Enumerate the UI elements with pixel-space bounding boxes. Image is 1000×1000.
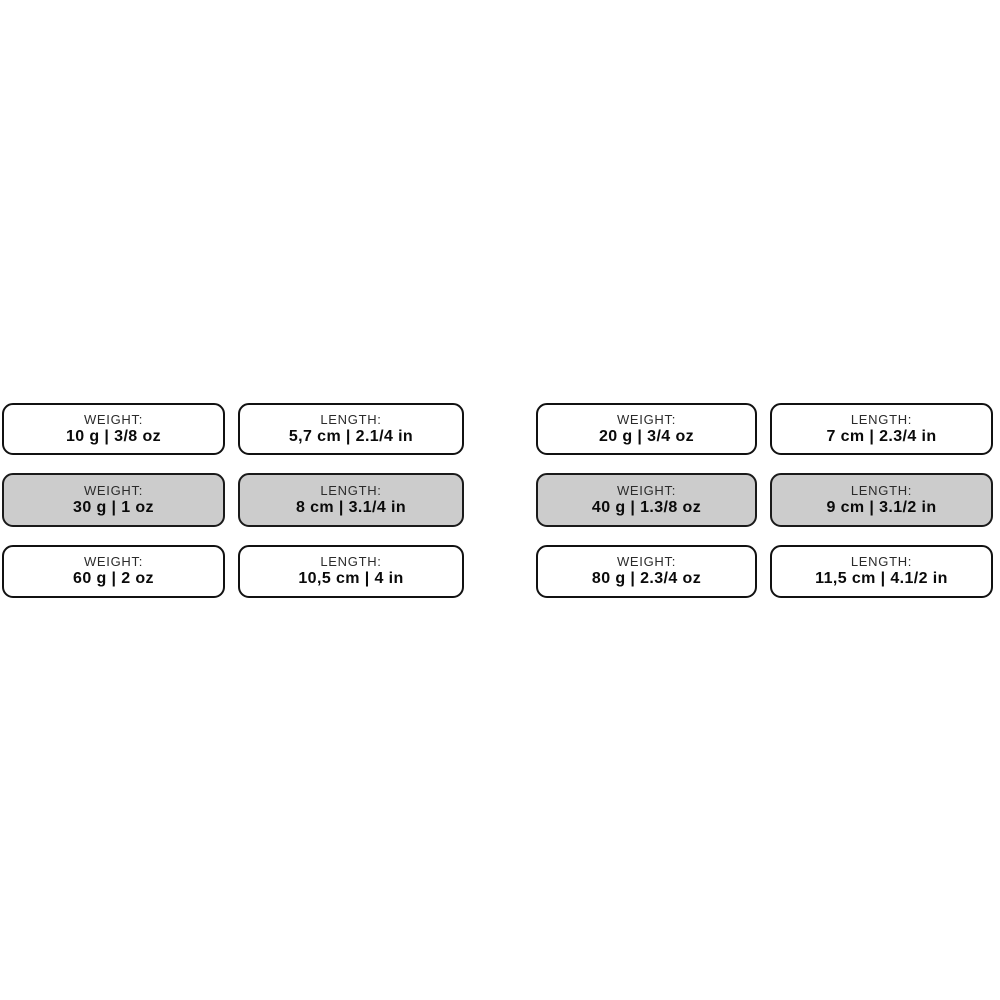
spec-label: WEIGHT:: [83, 554, 144, 570]
spec-row: WEIGHT: 60 g | 2 oz LENGTH: 10,5 cm | 4 …: [2, 545, 998, 598]
spec-cell-length: LENGTH: 11,5 cm | 4.1/2 in: [770, 545, 993, 598]
spec-label: WEIGHT:: [83, 411, 144, 427]
spec-value: 80 g | 2.3/4 oz: [591, 570, 702, 588]
spec-label: LENGTH:: [850, 411, 913, 427]
spec-row: WEIGHT: 30 g | 1 oz LENGTH: 8 cm | 3.1/4…: [2, 473, 998, 527]
spec-label: WEIGHT:: [83, 482, 144, 498]
spec-value: 20 g | 3/4 oz: [598, 427, 695, 445]
spec-value: 9 cm | 3.1/2 in: [826, 498, 937, 516]
spec-cell-length: LENGTH: 9 cm | 3.1/2 in: [770, 473, 993, 527]
spec-cell-length: LENGTH: 7 cm | 2.3/4 in: [770, 403, 993, 455]
spec-value: 10 g | 3/8 oz: [65, 427, 162, 445]
spec-cell-weight: WEIGHT: 10 g | 3/8 oz: [2, 403, 225, 455]
spec-value: 11,5 cm | 4.1/2 in: [815, 570, 948, 588]
spec-value: 60 g | 2 oz: [73, 570, 154, 588]
spec-cell-weight: WEIGHT: 40 g | 1.3/8 oz: [536, 473, 757, 527]
spec-label: WEIGHT:: [616, 411, 677, 427]
spec-value: 40 g | 1.3/8 oz: [591, 498, 702, 516]
spec-label: LENGTH:: [320, 554, 382, 570]
spec-grid: WEIGHT: 10 g | 3/8 oz LENGTH: 5,7 cm | 2…: [2, 403, 998, 599]
spec-cell-weight: WEIGHT: 60 g | 2 oz: [2, 545, 225, 598]
spec-label: WEIGHT:: [616, 482, 677, 498]
spec-value: 8 cm | 3.1/4 in: [295, 498, 407, 516]
spec-cell-weight: WEIGHT: 20 g | 3/4 oz: [536, 403, 757, 455]
spec-value: 30 g | 1 oz: [73, 498, 154, 516]
spec-value: 5,7 cm | 2.1/4 in: [288, 427, 414, 445]
spec-cell-length: LENGTH: 5,7 cm | 2.1/4 in: [238, 403, 464, 455]
spec-label: LENGTH:: [320, 482, 382, 498]
spec-value: 10,5 cm | 4 in: [298, 570, 404, 588]
spec-label: LENGTH:: [320, 411, 382, 427]
spec-cell-length: LENGTH: 8 cm | 3.1/4 in: [238, 473, 464, 527]
spec-label: LENGTH:: [850, 482, 913, 498]
spec-label: WEIGHT:: [616, 554, 677, 570]
spec-cell-length: LENGTH: 10,5 cm | 4 in: [238, 545, 464, 598]
spec-cell-weight: WEIGHT: 80 g | 2.3/4 oz: [536, 545, 757, 598]
spec-label: LENGTH:: [850, 554, 913, 570]
spec-row: WEIGHT: 10 g | 3/8 oz LENGTH: 5,7 cm | 2…: [2, 403, 998, 455]
spec-value: 7 cm | 2.3/4 in: [826, 427, 937, 445]
spec-cell-weight: WEIGHT: 30 g | 1 oz: [2, 473, 225, 527]
